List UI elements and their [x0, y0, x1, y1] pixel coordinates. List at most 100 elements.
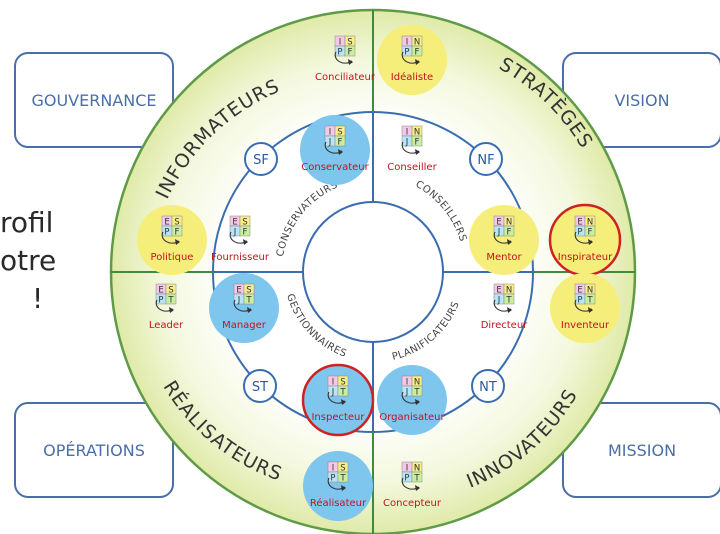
- cycle-arrowhead-icon: [341, 485, 346, 491]
- profile-name: Conseiller: [387, 162, 437, 173]
- profile-letter: I: [329, 128, 332, 138]
- profile-letter: S: [246, 286, 251, 296]
- cycle-arrowhead-icon: [169, 307, 174, 313]
- profile-letter: F: [338, 138, 343, 148]
- profile-name: Conservateur: [301, 162, 369, 173]
- letter-cell: [337, 471, 349, 483]
- profile-highlight: [550, 273, 620, 343]
- profile-name: Mentor: [486, 252, 522, 263]
- profile-letter: S: [242, 218, 247, 228]
- letter-cell: [411, 135, 423, 147]
- letter-cell: [503, 293, 515, 305]
- temperament-nt: NT: [471, 369, 505, 403]
- letter-cell: [344, 45, 356, 57]
- letter-cell: [503, 225, 515, 237]
- profile-letter: P: [404, 48, 409, 58]
- letter-cell: [239, 225, 251, 237]
- profile-letter: T: [245, 296, 252, 306]
- profile-highlight: [137, 205, 207, 275]
- letter-cell: [243, 293, 255, 305]
- temperament-sf: SF: [244, 142, 278, 176]
- profile-letter: P: [164, 228, 169, 238]
- profile-letter: N: [587, 218, 593, 228]
- cycle-arrowhead-icon: [415, 149, 420, 155]
- temperament-st: ST: [243, 369, 277, 403]
- profile-letter: S: [174, 218, 179, 228]
- letter-cell: [584, 293, 596, 305]
- profile-name: Leader: [149, 320, 184, 331]
- operations-label: OPÉRATIONS: [43, 440, 145, 460]
- operations-box: OPÉRATIONS: [14, 402, 174, 498]
- profile-name: Politique: [151, 252, 194, 263]
- profile-letter: I: [406, 464, 409, 474]
- profile-letter: F: [588, 228, 593, 238]
- profile-letter: E: [496, 218, 501, 228]
- profile-letter: P: [404, 474, 409, 484]
- profile-name: Concepteur: [383, 498, 442, 509]
- profile-name: Inspecteur: [311, 412, 365, 423]
- profile-letter: J: [233, 228, 237, 238]
- profile-letter: F: [415, 48, 420, 58]
- profile-name: Fournisseur: [211, 252, 270, 263]
- profile-letter: N: [414, 128, 420, 138]
- profile-highlight: [550, 205, 620, 275]
- profile-letter: J: [237, 296, 241, 306]
- profile-letter: E: [577, 218, 582, 228]
- left-cropped-text: rofil otre !: [0, 204, 60, 318]
- profile-highlight: [469, 205, 539, 275]
- profile-letter: E: [577, 286, 582, 296]
- profile-letter: N: [414, 38, 420, 48]
- profile-letter: J: [331, 388, 335, 398]
- profile-letter: T: [339, 474, 346, 484]
- letter-cell: [584, 225, 596, 237]
- cycle-arrowhead-icon: [415, 399, 420, 405]
- profile-letter: S: [337, 128, 342, 138]
- cycle-arrowhead-icon: [415, 59, 420, 65]
- profile-letter: F: [507, 228, 512, 238]
- profile-letter: J: [405, 388, 409, 398]
- profile-letter: I: [406, 378, 409, 388]
- profile-letter: S: [347, 38, 352, 48]
- profile-letter: P: [577, 296, 582, 306]
- profile-name: Manager: [222, 320, 267, 331]
- profile-letter: P: [337, 48, 342, 58]
- profile-letter: I: [406, 128, 409, 138]
- profile-name: Réalisateur: [310, 497, 367, 509]
- profile-letter: E: [496, 286, 501, 296]
- profile-letter: S: [340, 378, 345, 388]
- profile-highlight: [303, 451, 373, 521]
- profile-name: Inventeur: [561, 320, 610, 331]
- profile-letter: S: [168, 286, 173, 296]
- profile-letter: P: [577, 228, 582, 238]
- cycle-arrowhead-icon: [341, 399, 346, 405]
- cycle-arrowhead-icon: [243, 239, 248, 245]
- profile-highlight: [209, 273, 279, 343]
- svg-text:NT: NT: [479, 380, 497, 395]
- letter-cell: [337, 385, 349, 397]
